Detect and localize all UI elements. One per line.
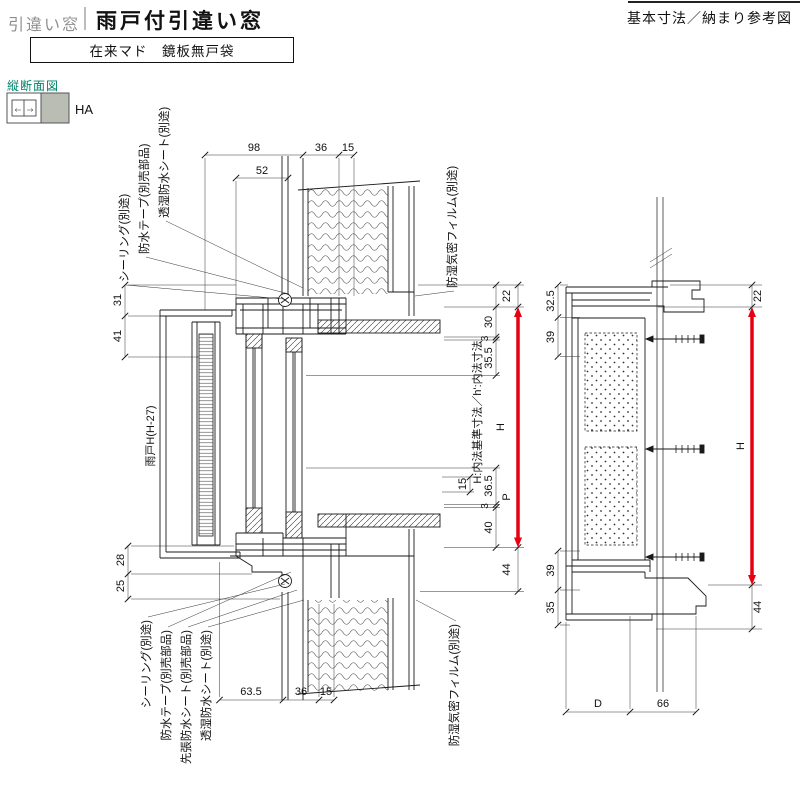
type-code-label: HA (75, 102, 93, 117)
screw-bottom (645, 552, 705, 562)
dim-side-h: H (735, 442, 747, 450)
screw-middle (645, 444, 705, 454)
dim-right-40: 40 (483, 521, 495, 533)
legend-gray-panel (40, 92, 70, 124)
inside-height-arrow (514, 307, 522, 548)
outer-sash (245, 333, 263, 534)
panel-upper (584, 332, 638, 432)
dim-top-36: 36 (315, 142, 327, 154)
upper-wall (281, 156, 421, 316)
callout-sealing-bottom: シーリング(別途) (139, 620, 153, 708)
dim-right-p: P (501, 493, 513, 500)
callout-sheet-top: 透湿防水シート(別途) (157, 107, 171, 218)
dim-left-41: 41 (112, 330, 124, 342)
dim-note: H:内法基準寸法／h':内法寸法 (470, 340, 484, 483)
callout-tape-top: 防水テープ(別売部品) (137, 143, 151, 254)
dim-right-22: 22 (501, 290, 513, 302)
dim-side-44: 44 (752, 601, 764, 613)
dim-side-35: 35 (545, 601, 557, 613)
panel-lower (584, 446, 638, 546)
side-section-texts: 32.5 39 39 35 22 44 H D 66 (545, 290, 764, 710)
dim-left-31: 31 (112, 294, 124, 306)
inner-sash (285, 337, 303, 539)
spec-box: 在来マド 鏡板無戸袋 (30, 37, 294, 63)
side-frame-lines (565, 197, 707, 692)
dim-side-39-top: 39 (545, 331, 557, 343)
dim-side-d: D (594, 698, 602, 710)
dim-side-39-bottom: 39 (545, 564, 557, 576)
dim-top-52: 52 (256, 165, 268, 177)
main-section-texts: 98 36 15 52 31 41 28 25 22 30 3 35.5 36.… (112, 107, 513, 765)
screw-top (645, 334, 705, 344)
dim-side-66: 66 (657, 698, 669, 710)
dim-left-28: 28 (115, 554, 127, 566)
dim-top-15: 15 (342, 142, 354, 154)
corner-note: 基本寸法／納まり参考図 (627, 10, 792, 26)
dim-right-3a: 3 (480, 335, 491, 341)
sealing-bottom (278, 574, 292, 588)
side-dimension-lines (557, 284, 762, 713)
leader-lines (125, 220, 457, 628)
dim-left-25: 25 (115, 580, 127, 592)
lower-wall (281, 529, 421, 700)
callout-tape-bottom: 防水テープ(別売部品) (159, 630, 173, 741)
dim-right-30: 30 (483, 316, 495, 328)
main-vertical-section (121, 151, 524, 704)
callout-film-bottom: 防湿気密フィルム(別途) (447, 624, 461, 746)
dim-top-98: 98 (248, 142, 260, 154)
dim-right-3b: 3 (480, 503, 491, 509)
page-title: 雨戸付引違い窓 (96, 10, 264, 33)
callout-presheet-bottom: 先張防水シート(別売部品) (179, 630, 193, 764)
callout-film-top: 防湿気密フィルム(別途) (445, 166, 459, 288)
shutter-panel (198, 333, 214, 537)
legend-ha-icon (6, 92, 70, 124)
dim-right-35-5: 35.5 (483, 347, 495, 368)
side-vertical-section (554, 197, 762, 716)
interior-trim-bottom (317, 513, 441, 528)
callout-sheet-bottom: 透湿防水シート(別途) (199, 630, 213, 741)
window-category-label: 引違い窓 (8, 17, 81, 34)
dim-right-36-5: 36.5 (483, 475, 495, 496)
callout-sealing-top: シーリング(別途) (117, 194, 131, 282)
corner-rule (628, 1, 800, 3)
dim-bottom-63-5: 63.5 (240, 686, 261, 698)
sealing-top (278, 293, 292, 307)
dim-bottom-36: 36 (295, 686, 307, 698)
dim-side-22: 22 (752, 290, 764, 302)
dim-bottom-15: 15 (320, 686, 332, 698)
dim-right-44: 44 (501, 563, 513, 575)
side-inside-height-arrow (748, 307, 756, 585)
dim-side-32-5: 32.5 (545, 290, 557, 311)
shutter-case (159, 309, 241, 559)
shutter-height-label: 雨戸H(H-27) (145, 405, 157, 466)
interior-trim-top (317, 319, 441, 334)
header-divider (84, 7, 86, 30)
section-title: 縦断面図 (7, 79, 60, 93)
sill-frame (230, 514, 347, 575)
dim-right-h: H (495, 423, 507, 431)
dim-right-15: 15 (457, 478, 469, 490)
